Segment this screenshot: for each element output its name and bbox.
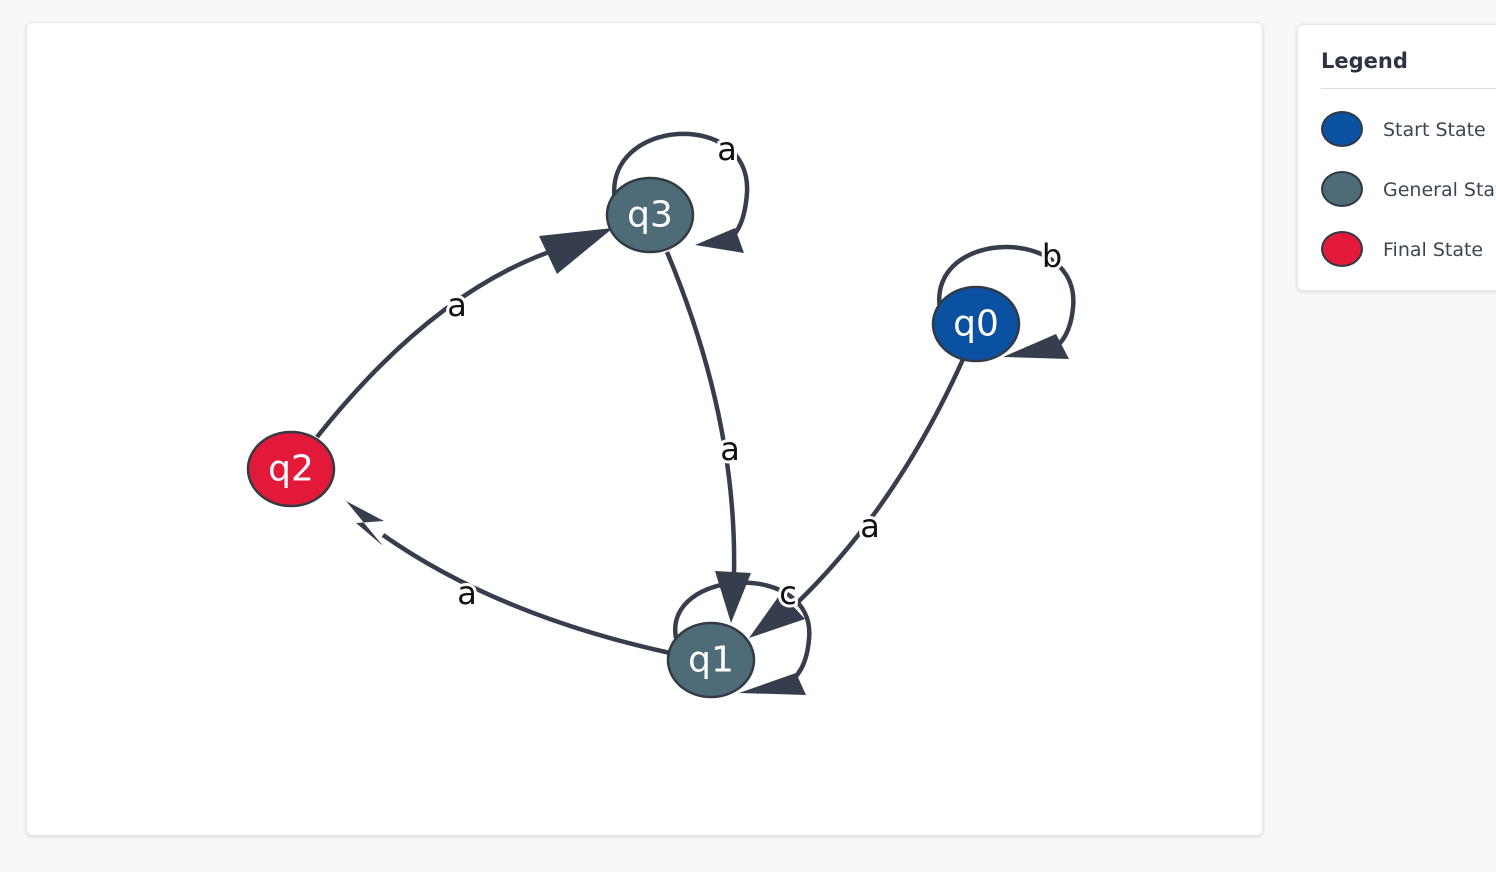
legend-item-start-state: Start State — [1321, 111, 1496, 151]
edge-line-q3-q1 — [664, 251, 737, 574]
state-node-q0[interactable]: q0 — [931, 285, 1021, 363]
state-label-q0: q0 — [953, 304, 999, 345]
edge-q3-q3[interactable] — [612, 131, 750, 253]
state-circle-q3 — [605, 176, 695, 254]
state-node-q2[interactable]: q2 — [246, 430, 336, 508]
edge-arrowhead-q1-q2 — [346, 501, 384, 546]
legend-divider — [1321, 88, 1496, 89]
edge-line-q1-q2 — [381, 533, 671, 656]
edge-q2-q3[interactable] — [315, 228, 613, 439]
edge-arrowhead-q3-q1 — [715, 571, 751, 623]
final-state-swatch — [1321, 231, 1363, 267]
edge-labels-layer: b a c a a a a — [444, 127, 1065, 615]
edge-line-q0-q1 — [793, 356, 967, 607]
edge-q3-q1[interactable] — [664, 251, 751, 623]
edge-arrowhead-q0-q0 — [1003, 334, 1069, 359]
edge-arrowhead-q2-q3 — [539, 228, 613, 274]
edge-line-q0-q0 — [937, 244, 1076, 352]
edge-arrowhead-q3-q3 — [695, 228, 744, 253]
edge-arrowhead-q0-q1 — [749, 593, 805, 638]
state-circle-q1 — [666, 621, 756, 699]
legend-label-general-state: General State — [1383, 179, 1496, 201]
edge-q1-q2[interactable] — [346, 501, 671, 656]
edge-line-q1-q1 — [673, 580, 812, 689]
state-label-q2: q2 — [268, 449, 314, 490]
edge-arrowhead-q1-q1 — [739, 673, 806, 695]
state-node-q1[interactable]: q1 — [666, 621, 756, 699]
graph-canvas[interactable]: q0 q1 q2 q3 b a c a a a a — [26, 22, 1263, 836]
legend-item-final-state: Final State — [1321, 231, 1496, 271]
nodes-layer: q0 q1 q2 q3 — [246, 176, 1021, 699]
legend-item-general-state: General State — [1321, 171, 1496, 211]
state-label-q3: q3 — [627, 195, 673, 236]
edge-label-q1-q1: c — [779, 574, 797, 612]
legend-label-final-state: Final State — [1383, 239, 1484, 261]
general-state-swatch — [1321, 171, 1363, 207]
edge-line-q2-q3 — [315, 243, 568, 439]
edge-label-q2-q3: a — [447, 286, 467, 324]
edge-label-q3-q3: a — [717, 130, 737, 168]
legend-label-start-state: Start State — [1383, 119, 1486, 141]
edges-layer — [315, 131, 1076, 695]
edge-line-q3-q3 — [612, 131, 750, 243]
edge-q0-q1[interactable] — [749, 356, 967, 638]
edge-label-q3-q1: a — [720, 430, 740, 468]
edge-label-q0-q1: a — [860, 507, 880, 545]
edge-label-q1-q2: a — [457, 574, 477, 612]
graph-svg[interactable]: q0 q1 q2 q3 b a c a a a a — [27, 23, 1262, 835]
edge-q0-q0[interactable] — [937, 244, 1076, 359]
edge-q1-q1[interactable] — [673, 580, 812, 695]
state-circle-q0 — [931, 285, 1021, 363]
legend-title: Legend — [1321, 49, 1408, 73]
state-label-q1: q1 — [688, 640, 734, 681]
legend-panel: Legend Start State General State Final S… — [1297, 24, 1496, 291]
start-state-swatch — [1321, 111, 1363, 147]
edge-label-q0-q0: b — [1042, 237, 1062, 275]
state-node-q3[interactable]: q3 — [605, 176, 695, 254]
state-circle-q2 — [246, 430, 336, 508]
